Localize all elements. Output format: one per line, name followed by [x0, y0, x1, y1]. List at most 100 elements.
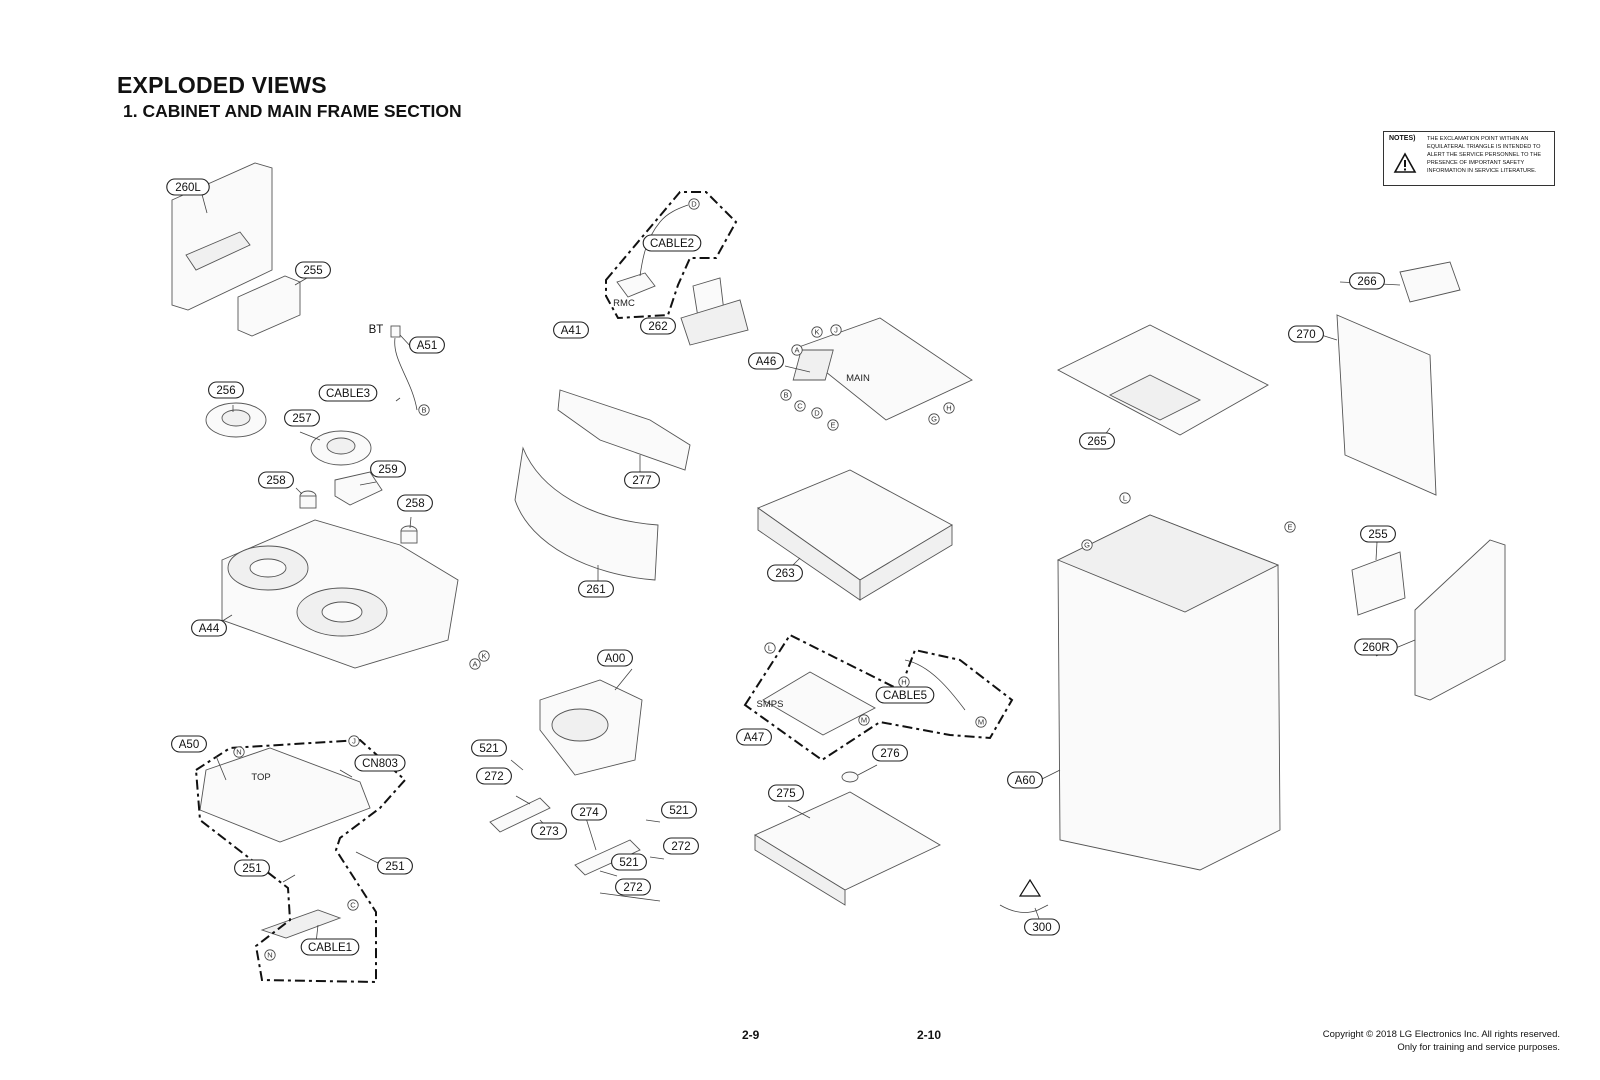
tray-263 [757, 469, 953, 581]
connector-label-e: E [827, 419, 839, 431]
connector-label-k: K [478, 650, 490, 662]
connector-label-text: A [794, 346, 799, 355]
part-label-266: 266 [1349, 272, 1385, 290]
board-label-top: TOP [251, 772, 270, 783]
frame-265 [1057, 324, 1269, 436]
part-label-text: 272 [484, 771, 503, 783]
part-label-273: 273 [531, 822, 567, 840]
connector-label-h: H [898, 676, 910, 688]
connector-label-k: K [811, 326, 823, 338]
part-label-text: 300 [1032, 922, 1051, 934]
part-label-274: 274 [571, 803, 607, 821]
connector-label-text: H [901, 678, 906, 687]
part-label-263: 263 [767, 564, 803, 582]
connector-label-n: N [264, 949, 276, 961]
part-label-text: 255 [1368, 529, 1387, 541]
part-label-a00: A00 [597, 649, 633, 667]
side-panel-260l [171, 162, 273, 311]
connector-label-l: L [1119, 492, 1131, 504]
bt-module [390, 325, 401, 338]
part-label-text: 521 [619, 857, 638, 869]
page-title: EXPLODED VIEWS [117, 72, 327, 98]
part-label-a46: A46 [748, 352, 784, 370]
board-label-smps: SMPS [757, 699, 784, 710]
part-label-text: CABLE5 [883, 690, 927, 702]
foot-276 [841, 771, 859, 783]
part-label-276: 276 [872, 744, 908, 762]
copyright-line1: Copyright © 2018 LG Electronics Inc. All… [1322, 1029, 1560, 1040]
part-label-258: 258 [397, 494, 433, 512]
part-label-cable1: CABLE1 [300, 938, 360, 956]
connector-label-j: J [348, 735, 360, 747]
connector-label-h: H [943, 402, 955, 414]
part-label-257: 257 [284, 409, 320, 427]
connector-label-text: E [1287, 523, 1292, 532]
group-rmc-cable2 [605, 191, 738, 320]
cable3-line [394, 337, 418, 411]
part-label-text: A47 [744, 732, 764, 744]
back-panel-270 [1336, 314, 1437, 496]
part-label-260l: 260L [166, 178, 210, 196]
main-board-a46 [795, 317, 973, 421]
connector-label-c: C [347, 899, 359, 911]
part-label-a51: A51 [409, 336, 445, 354]
connector-label-text: L [1123, 494, 1127, 503]
part-label-text: 260R [1362, 642, 1390, 654]
part-label-text: A46 [756, 356, 776, 368]
part-label-text: A51 [417, 340, 437, 352]
side-panel-recess [185, 231, 251, 271]
connector-label-text: N [267, 951, 272, 960]
connector-label-text: D [691, 200, 697, 209]
connector-label-text: G [1084, 541, 1090, 550]
section-title: 1. CABINET AND MAIN FRAME SECTION [123, 101, 462, 121]
grille-261 [514, 446, 659, 581]
part-label-300: 300 [1024, 918, 1060, 936]
connector-label-text: J [352, 737, 356, 746]
part-label-text: 266 [1357, 276, 1376, 288]
power-cord-300 [999, 904, 1049, 913]
part-label-text: 265 [1087, 436, 1106, 448]
connector-label-b: B [418, 404, 430, 416]
part-label-text: A60 [1015, 775, 1035, 787]
warning-triangle-300 [1018, 878, 1042, 897]
part-label-272: 272 [663, 837, 699, 855]
part-label-261: 261 [578, 580, 614, 598]
connector-label-text: E [830, 421, 835, 430]
connector-label-l: L [764, 642, 776, 654]
part-label-a60: A60 [1007, 771, 1043, 789]
part-label-260r: 260R [1354, 638, 1398, 656]
part-drawings [171, 162, 1506, 939]
part-label-277: 277 [624, 471, 660, 489]
part-label-a50: A50 [171, 735, 207, 753]
connector-label-text: C [350, 901, 356, 910]
connector-label-text: M [978, 718, 984, 727]
part-label-text: 259 [378, 464, 397, 476]
part-label-text: 270 [1296, 329, 1315, 341]
part-label-251: 251 [377, 857, 413, 875]
connector-label-m: M [858, 714, 870, 726]
part-label-text: CABLE1 [308, 942, 352, 954]
copyright-line2: Only for training and service purposes. [1397, 1042, 1560, 1053]
connector-label-text: C [797, 402, 803, 411]
part-label-text: 274 [579, 807, 599, 819]
part-label-text: 276 [880, 748, 899, 760]
connector-label-g: G [1081, 539, 1093, 551]
part-label-a41: A41 [553, 321, 589, 339]
smps-board-a47 [762, 671, 876, 736]
connector-label-d: D [688, 198, 700, 210]
connector-label-text: H [946, 404, 951, 413]
connector-label-text: G [931, 415, 937, 424]
part-label-text: CABLE3 [326, 388, 370, 400]
connector-label-a: A [469, 658, 481, 670]
part-label-text: 277 [632, 475, 651, 487]
part-label-text: 262 [648, 321, 667, 333]
cable1-flat [260, 909, 342, 939]
group-main-frame [194, 738, 407, 984]
part-label-cn803: CN803 [354, 754, 406, 772]
connector-label-text: B [783, 391, 788, 400]
part-label-275: 275 [768, 784, 804, 802]
part-label-272: 272 [476, 767, 512, 785]
